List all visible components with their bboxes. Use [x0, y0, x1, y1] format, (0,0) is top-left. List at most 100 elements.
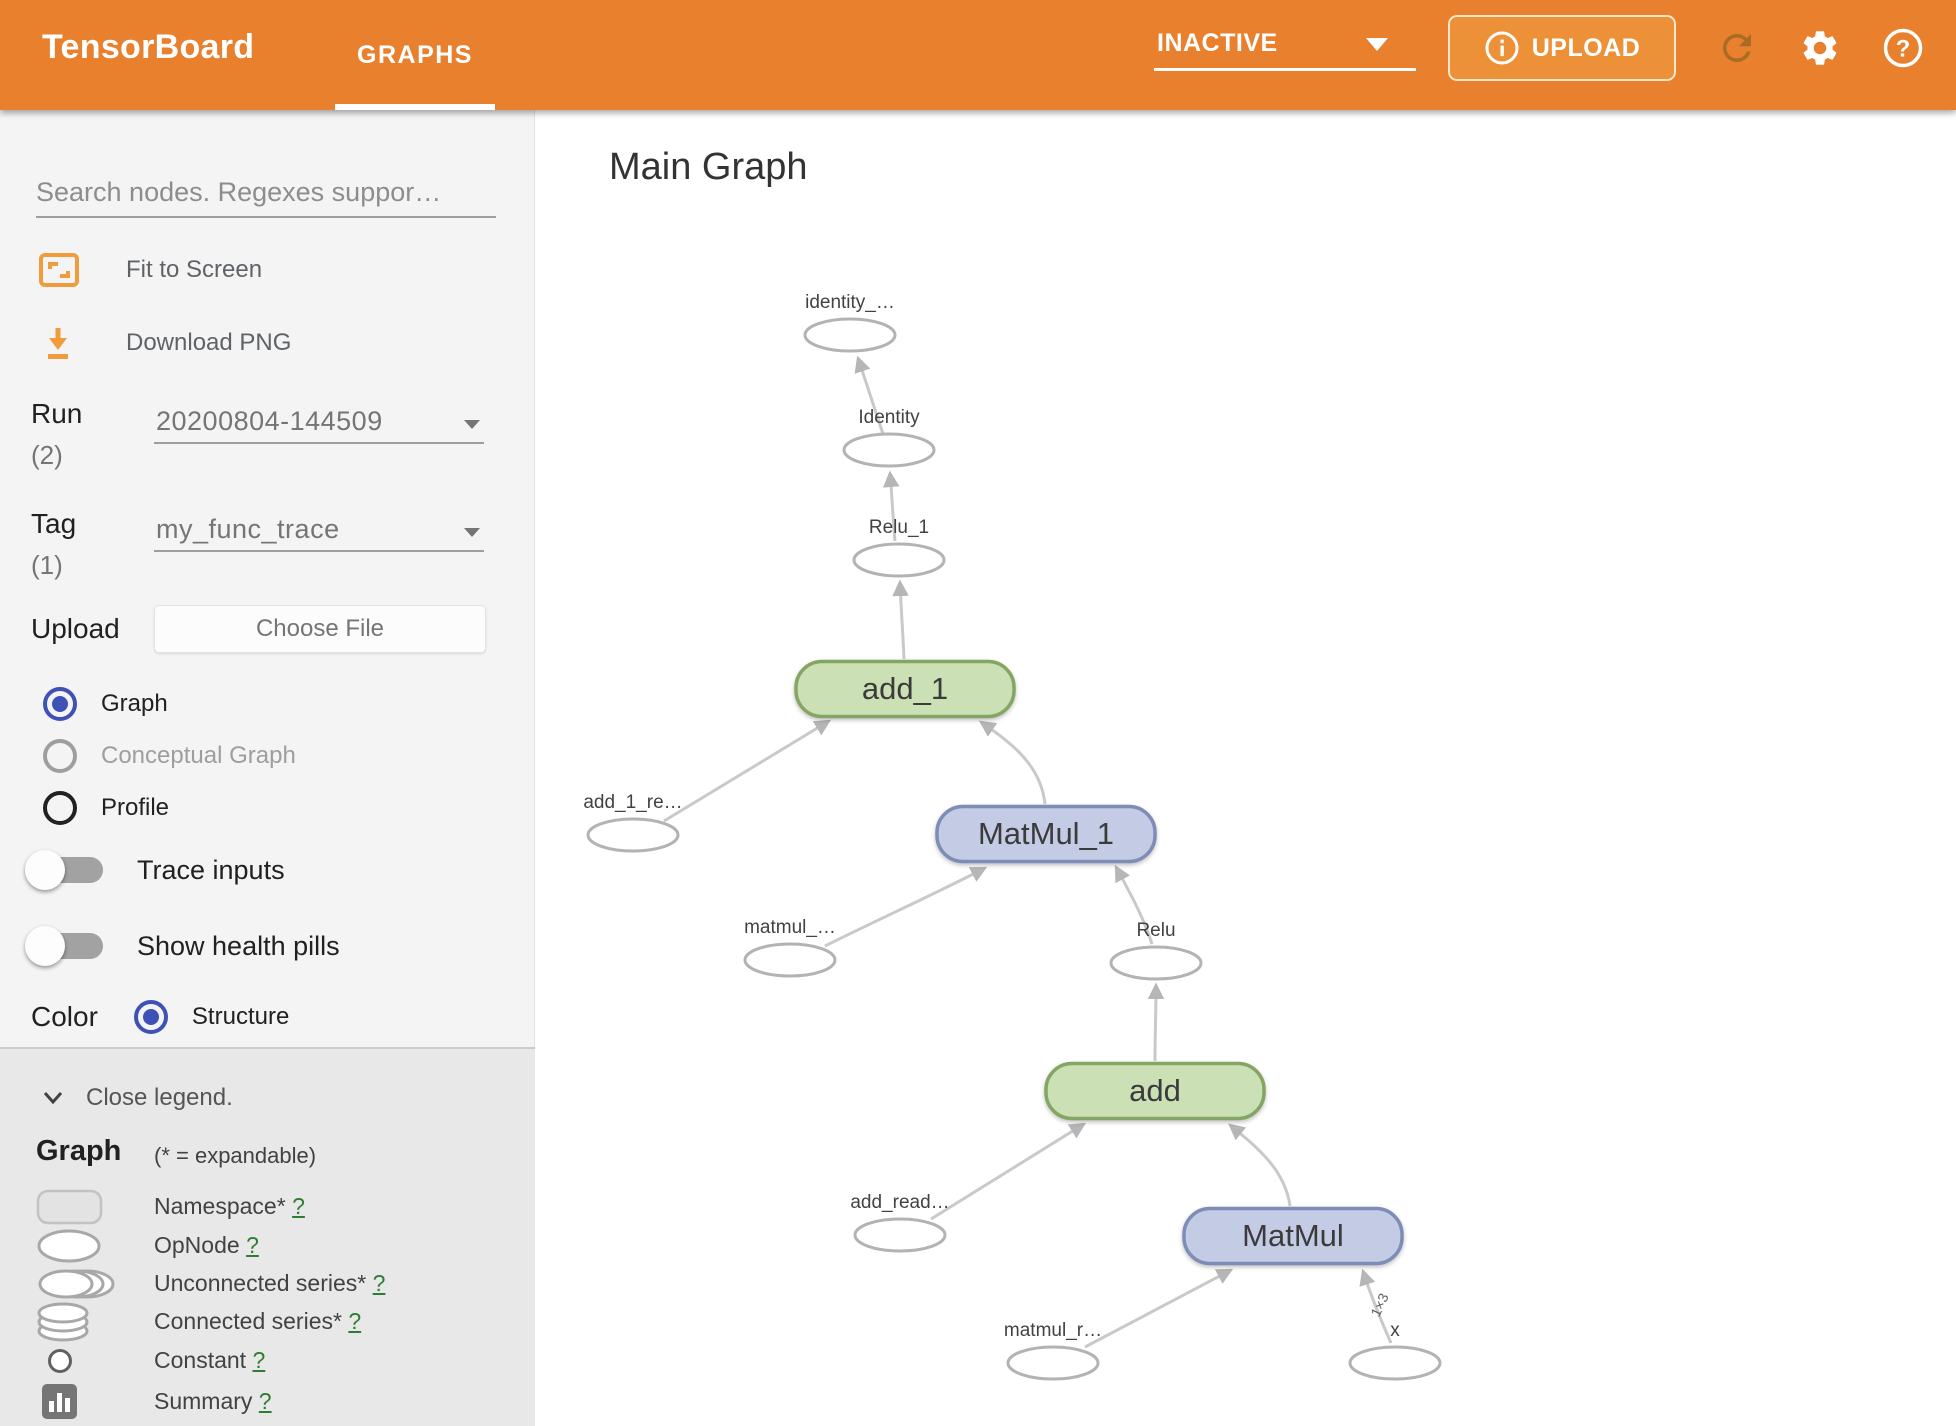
- legend-item-opnode: OpNode ?: [0, 1226, 535, 1266]
- trace-inputs-toggle[interactable]: Trace inputs: [25, 848, 285, 892]
- view-option-label: Profile: [101, 794, 170, 821]
- color-by-label: Color: [31, 1001, 98, 1032]
- graph-edge-add_1_re-add_1: [663, 719, 832, 823]
- connected-series-help-link[interactable]: ?: [348, 1308, 362, 1334]
- graph-edge-add_read-add: [930, 1122, 1087, 1221]
- namespace-shape-icon: [36, 1187, 126, 1227]
- fit-to-screen-icon: [38, 252, 126, 288]
- node-label: MatMul_1: [978, 816, 1114, 851]
- opnode-shape-icon: [36, 1226, 126, 1266]
- graph-edge-Relu-MatMul_1: [1114, 864, 1154, 945]
- legend-item-summary: Summary ?: [0, 1382, 535, 1422]
- graph-canvas: 1×3identity_…IdentityRelu_1add_1add_1_re…: [583, 292, 1442, 1381]
- graph-node-identity_out[interactable]: identity_…: [803, 292, 897, 353]
- summary-help-link[interactable]: ?: [258, 1388, 272, 1414]
- chevron-down-icon: [43, 1092, 63, 1105]
- graph-edge-MatMul-add: [1228, 1123, 1292, 1207]
- graph-edge-x-MatMul: [1359, 1268, 1393, 1344]
- toggle-off-icon: [25, 849, 105, 891]
- close-legend-button[interactable]: Close legend.: [42, 1084, 233, 1112]
- settings-gear-icon[interactable]: [1797, 25, 1843, 71]
- node-label: Identity: [858, 407, 920, 428]
- download-png-button[interactable]: Download PNG: [38, 318, 291, 368]
- unconnected-series-shape-icon: [36, 1264, 126, 1304]
- tab-graphs[interactable]: GRAPHS: [335, 0, 495, 110]
- tag-select-value: my_func_trace: [156, 514, 340, 544]
- close-legend-label: Close legend.: [86, 1084, 233, 1111]
- node-label: Relu: [1136, 920, 1175, 941]
- graph-node-add_1_re[interactable]: add_1_re…: [583, 792, 683, 853]
- constant-help-link[interactable]: ?: [252, 1347, 266, 1373]
- node-label: add_1: [862, 671, 948, 706]
- opnode-help-link[interactable]: ?: [246, 1232, 259, 1258]
- color-structure-label: Structure: [191, 1003, 290, 1030]
- run-select-value: 20200804-144509: [156, 406, 383, 436]
- legend-label: Connected series*: [154, 1308, 342, 1334]
- run-select[interactable]: 20200804-144509: [154, 404, 484, 444]
- graph-edge-Relu_1-Identity: [882, 470, 900, 542]
- node-label: matmul_…: [744, 917, 836, 938]
- help-icon[interactable]: ?: [1880, 25, 1926, 71]
- tag-select[interactable]: my_func_trace: [154, 512, 484, 552]
- color-by-row: Color Structure: [31, 1000, 289, 1034]
- legend-label: OpNode: [154, 1232, 240, 1258]
- graph-node-add[interactable]: add: [1044, 1061, 1266, 1121]
- legend-label: Constant: [154, 1347, 247, 1373]
- upload-button[interactable]: UPLOAD: [1448, 15, 1676, 81]
- run-count: (2): [31, 440, 63, 470]
- view-option-label: Conceptual Graph: [101, 742, 296, 769]
- status-dropdown[interactable]: INACTIVE: [1154, 0, 1416, 110]
- page-title: Main Graph: [609, 146, 808, 188]
- legend-item-constant: Constant ?: [0, 1341, 535, 1381]
- legend-label: Namespace*: [154, 1193, 286, 1219]
- download-icon: [38, 323, 126, 363]
- run-label: Run: [31, 398, 83, 429]
- chevron-down-icon: [464, 420, 480, 429]
- graph-node-Relu_1[interactable]: Relu_1: [852, 517, 946, 578]
- graph-edge-Identity-identity_out: [854, 355, 885, 435]
- legend-item-connected-series: Connected series* ?: [0, 1302, 535, 1342]
- node-label: MatMul: [1242, 1218, 1344, 1253]
- sidebar: Fit to Screen Download PNG Run (2) 20200…: [0, 110, 535, 1426]
- connected-series-shape-icon: [36, 1302, 126, 1342]
- graph-edge-matmul_-MatMul_1: [824, 866, 988, 948]
- graph-node-x[interactable]: x: [1348, 1320, 1442, 1381]
- unconnected-series-help-link[interactable]: ?: [372, 1270, 386, 1296]
- graph-node-MatMul_1[interactable]: MatMul_1: [935, 804, 1157, 864]
- view-option-conceptual-graph[interactable]: Conceptual Graph: [43, 736, 296, 776]
- search-input[interactable]: [36, 168, 496, 218]
- view-option-profile[interactable]: Profile: [43, 788, 169, 828]
- graph-node-matmul_r[interactable]: matmul_r…: [1004, 1320, 1102, 1381]
- chevron-down-icon: [464, 528, 480, 537]
- namespace-help-link[interactable]: ?: [292, 1193, 305, 1219]
- radio-unselected-icon: [43, 791, 77, 825]
- trace-inputs-label: Trace inputs: [137, 854, 285, 885]
- active-tab-indicator: [335, 104, 495, 110]
- node-label: matmul_r…: [1004, 1320, 1102, 1341]
- graph-edge-matmul_r-MatMul: [1084, 1268, 1234, 1349]
- graph-node-add_read[interactable]: add_read…: [850, 1192, 950, 1253]
- fit-to-screen-button[interactable]: Fit to Screen: [38, 245, 262, 295]
- graph-node-matmul_[interactable]: matmul_…: [743, 917, 837, 978]
- view-option-label: Graph: [101, 690, 168, 717]
- tag-count: (1): [31, 550, 63, 580]
- graph-node-Identity[interactable]: Identity: [842, 407, 936, 468]
- tab-graphs-label: GRAPHS: [357, 40, 473, 69]
- toggle-off-icon: [25, 925, 105, 967]
- graph-node-MatMul[interactable]: MatMul: [1182, 1206, 1404, 1266]
- color-structure-radio[interactable]: [133, 1000, 168, 1034]
- node-label: identity_…: [805, 292, 895, 313]
- graph-node-add_1[interactable]: add_1: [794, 659, 1016, 719]
- show-health-pills-toggle[interactable]: Show health pills: [25, 924, 340, 968]
- legend-item-unconnected-series: Unconnected series* ?: [0, 1264, 535, 1304]
- graph-node-Relu[interactable]: Relu: [1109, 920, 1203, 981]
- refresh-icon[interactable]: [1714, 25, 1760, 71]
- node-label: x: [1390, 1320, 1400, 1341]
- view-option-graph[interactable]: Graph: [43, 684, 168, 724]
- node-label: add_1_re…: [583, 792, 682, 813]
- choose-file-button[interactable]: Choose File: [154, 605, 486, 653]
- svg-text:?: ?: [1896, 36, 1910, 62]
- tag-label: Tag: [31, 508, 77, 539]
